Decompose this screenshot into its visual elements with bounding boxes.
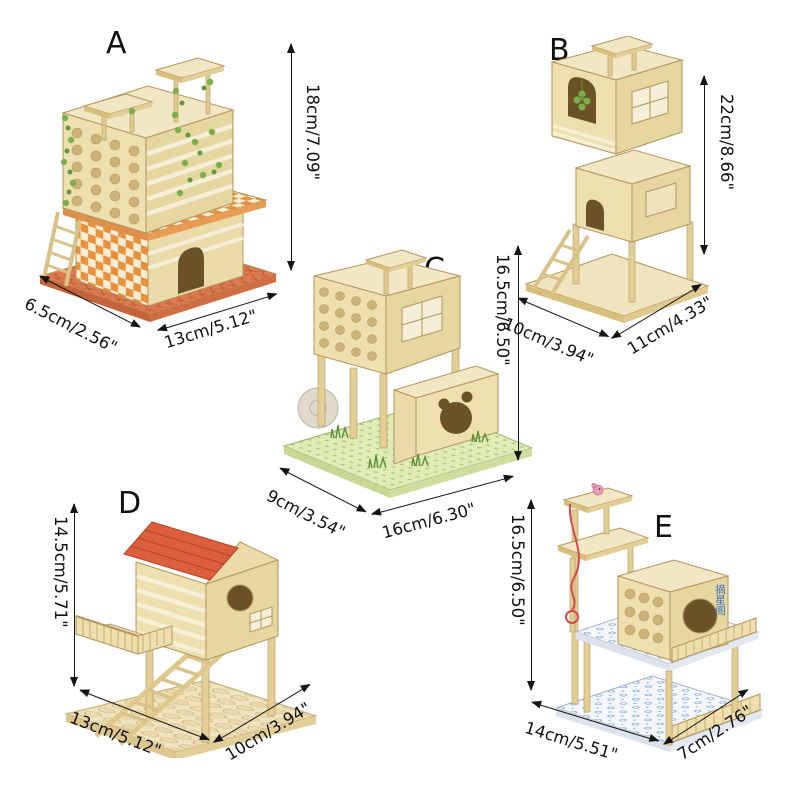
product-d-label: D (118, 486, 142, 521)
product-b-photo (524, 36, 710, 323)
product-c-photo (282, 249, 534, 498)
product-b-height-arrow (699, 75, 708, 255)
product-d-height-dim: 14.5cm/5.71" (51, 516, 70, 628)
upper-box (550, 43, 684, 155)
product-b-height-dim: 22cm/8.66" (717, 94, 736, 191)
ladder (94, 642, 226, 746)
product-c-height-dim: 16.5cm/6.50" (493, 254, 512, 366)
product-d-height-arrow (69, 503, 78, 687)
sign-text: 摘星阁 (714, 583, 726, 616)
vine-leaves (60, 78, 223, 207)
ladder (532, 228, 590, 296)
tiled-roof (123, 521, 239, 581)
pink-toy (591, 482, 604, 496)
house (123, 521, 280, 661)
hole-grid (319, 287, 377, 361)
product-e-height-arrow (526, 499, 535, 691)
upper-platform (556, 527, 650, 561)
hanging-plant (573, 90, 591, 111)
product-a-height-arrow (286, 43, 295, 271)
product-a-label: A (106, 26, 127, 61)
product-a-photo (38, 57, 278, 322)
hole-grid (624, 588, 664, 644)
product-e-height-dim: 16.5cm/6.50" (508, 514, 527, 626)
middle-box (574, 149, 692, 243)
mid-railing (671, 617, 757, 663)
top-platforms (82, 57, 226, 141)
hole-grid (71, 127, 140, 225)
product-e-photo: 摘星阁 (554, 482, 764, 752)
top-platform (590, 36, 654, 77)
top-platform (364, 249, 428, 295)
grass-tufts (330, 424, 489, 469)
product-d-photo (64, 521, 318, 758)
round-window (226, 584, 254, 612)
hanging-red-string (565, 503, 580, 624)
product-e-label: E (654, 510, 673, 545)
ladder (42, 211, 82, 287)
round-opening (682, 598, 718, 634)
product-c-height-arrow (513, 245, 522, 461)
upper-box (61, 85, 235, 234)
railed-deck (74, 615, 174, 655)
product-a-height-dim: 18cm/7.09" (303, 84, 322, 181)
